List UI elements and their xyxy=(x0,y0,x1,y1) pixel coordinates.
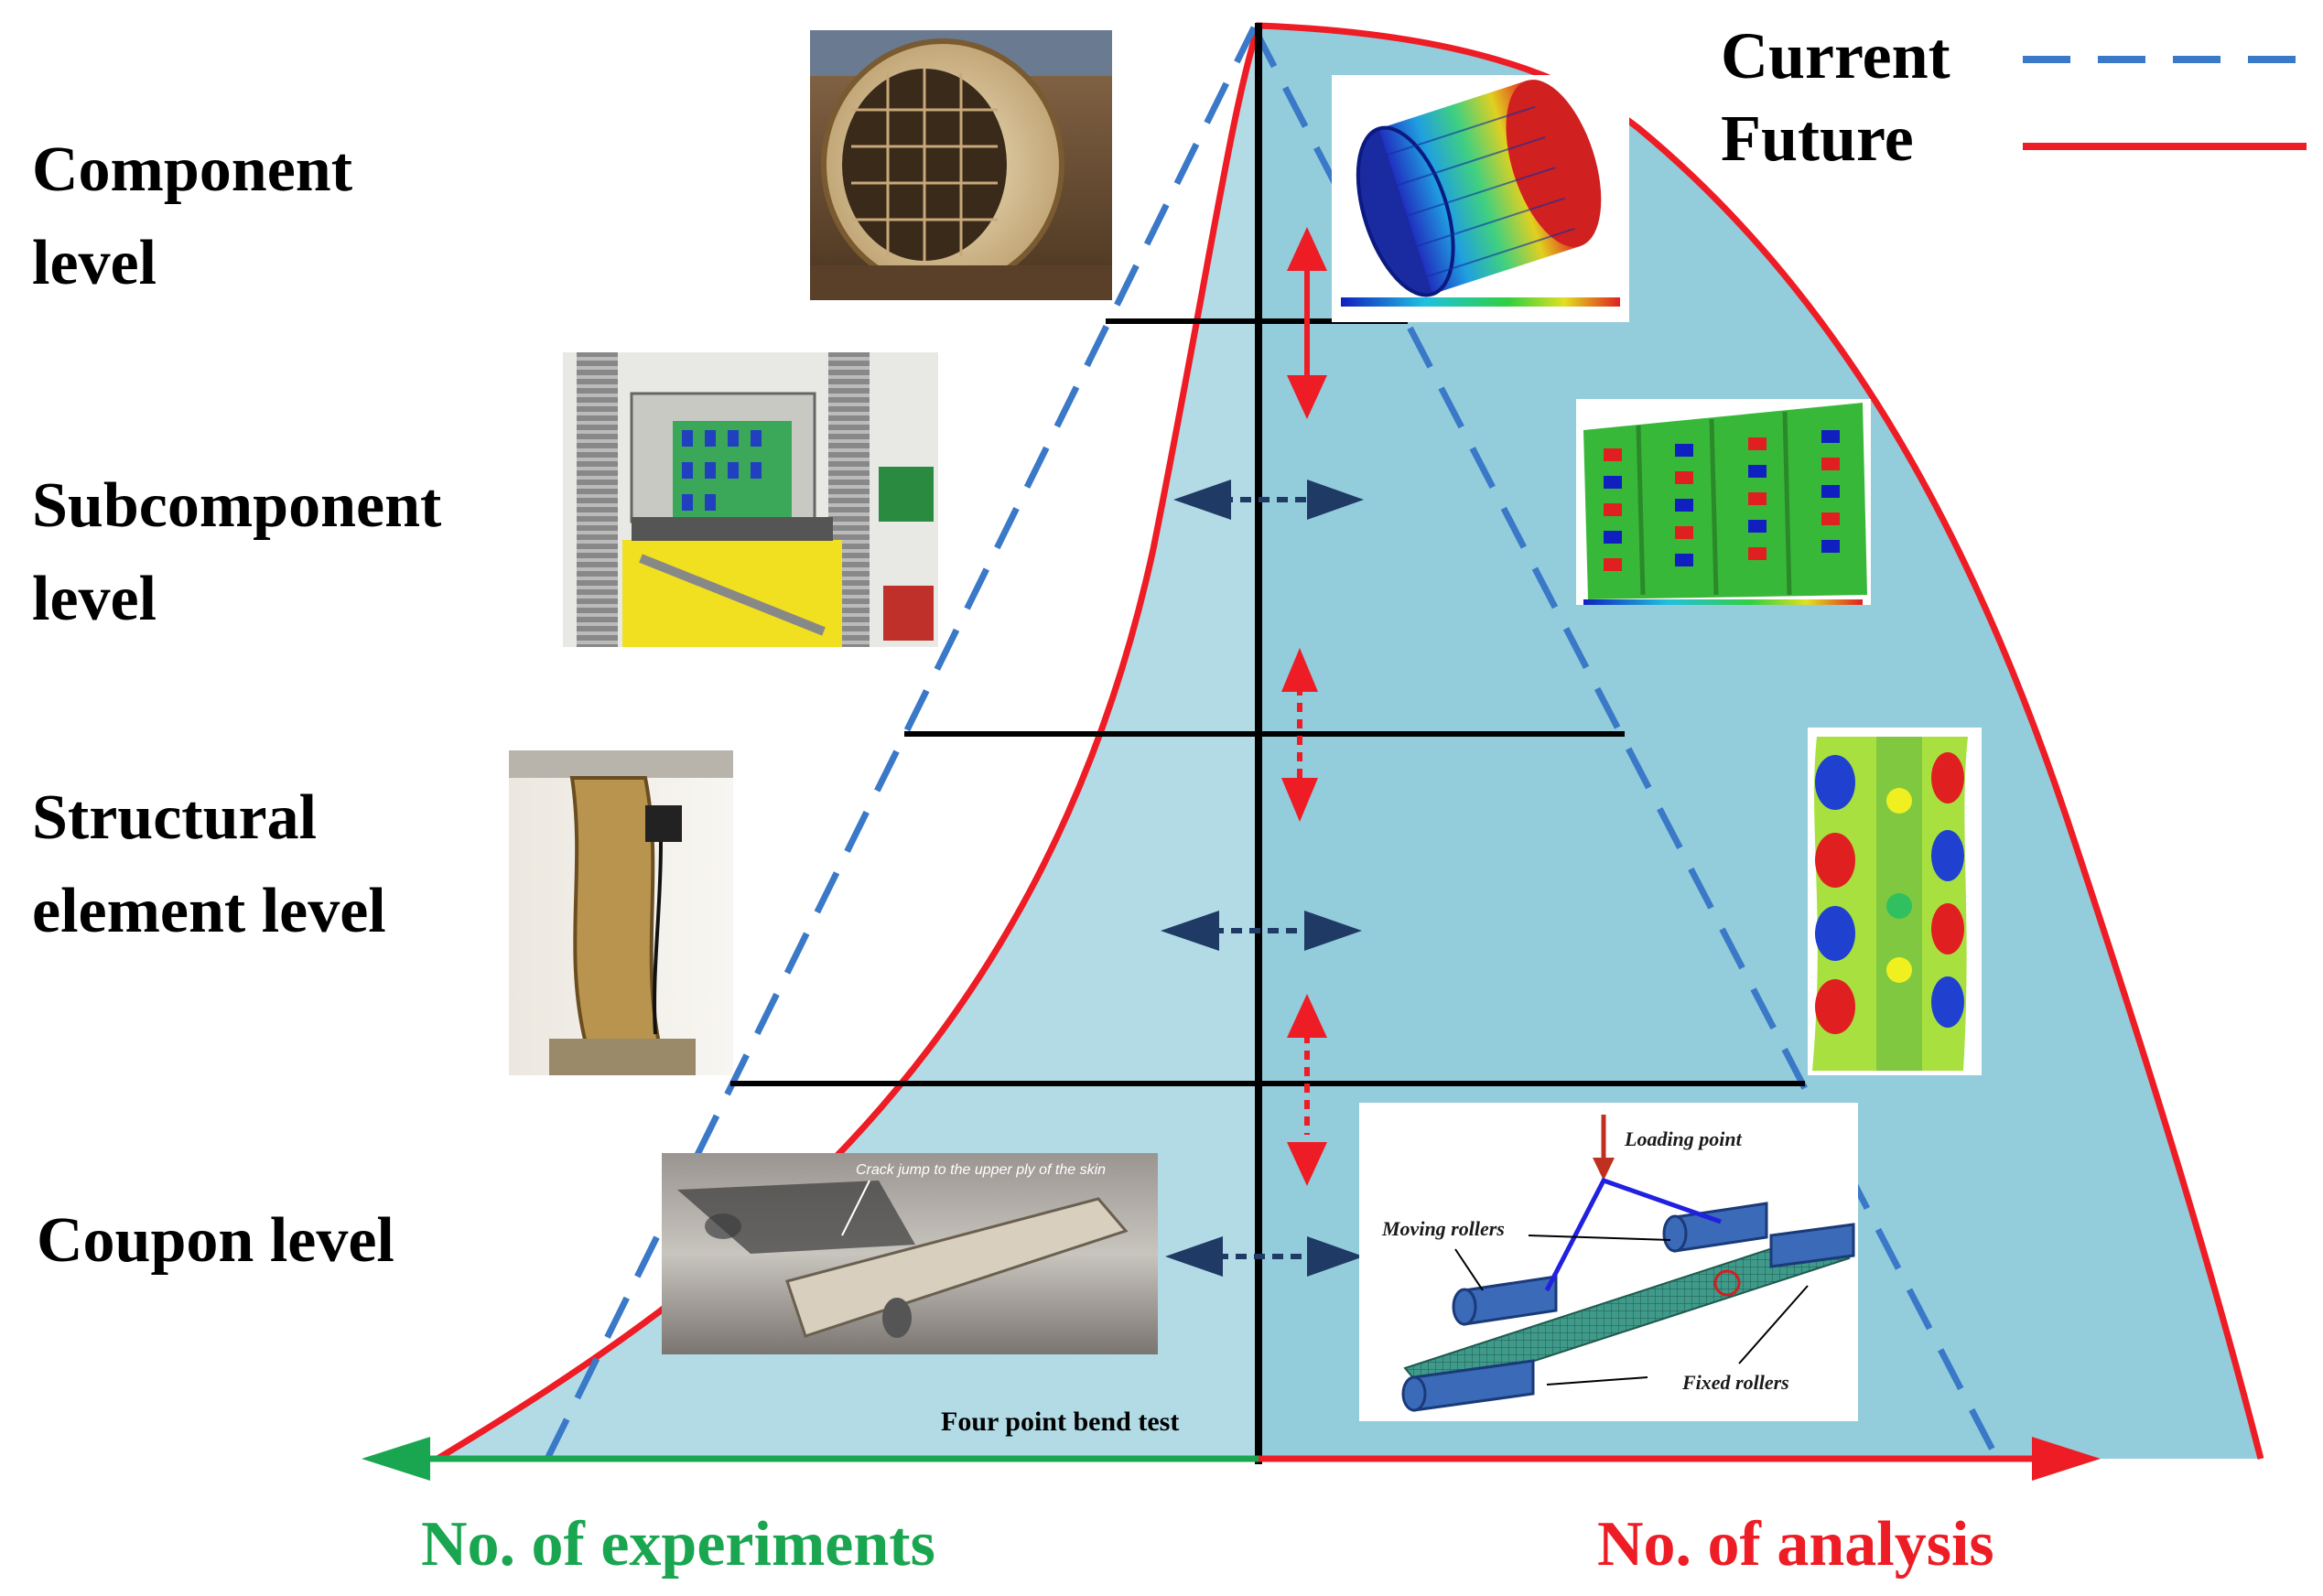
stiffened-panel-test-photo xyxy=(563,352,938,647)
experiments-arrowhead xyxy=(362,1437,430,1481)
level-label-line2: element level xyxy=(32,876,386,946)
fuselage-barrel-photo xyxy=(810,30,1112,300)
current-envelope xyxy=(544,26,2001,1461)
structural-element-test-photo xyxy=(509,750,733,1075)
stiffened-panel-fem-contour xyxy=(1576,399,1871,605)
level-label-line1: Coupon level xyxy=(37,1205,394,1276)
legend-current-label: Current xyxy=(1721,19,1950,92)
level-label-line1: Structural xyxy=(32,782,317,853)
coupon-photo-caption: Crack jump to the upper ply of the skin xyxy=(856,1162,1106,1178)
right-region-fill xyxy=(1259,26,2261,1459)
future-envelope xyxy=(436,22,2264,1461)
moving-rollers-label: Moving rollers xyxy=(1381,1217,1505,1240)
future-curve xyxy=(436,22,2264,1461)
analysis-axis-label: No. of analysis xyxy=(1597,1509,1994,1580)
blue-double-arrow xyxy=(1161,911,1362,951)
structural-element-fem-contour xyxy=(1808,728,1982,1075)
left-region-fill xyxy=(438,26,1259,1459)
coupon-crack-photo: Crack jump to the upper ply of the skin xyxy=(662,1153,1158,1354)
level-label-line1: Subcomponent xyxy=(32,470,441,541)
level-label-line2: level xyxy=(32,564,157,634)
legend: Current Future xyxy=(1721,19,2307,175)
analysis-arrowhead xyxy=(2032,1437,2101,1481)
level-labels: Component level Subcomponent level Struc… xyxy=(32,135,441,1276)
level-label-line1: Component xyxy=(32,135,352,205)
level-label-line2: level xyxy=(32,228,157,298)
four-point-bend-fem: Loading point Moving rollers Fixed rolle… xyxy=(1359,1103,1858,1421)
bottom-axis xyxy=(362,1437,2101,1481)
loading-point-label: Loading point xyxy=(1624,1127,1743,1150)
red-double-arrow xyxy=(1287,994,1327,1186)
experiments-axis-label: No. of experiments xyxy=(421,1509,935,1580)
level-transition-arrows xyxy=(1281,227,1327,1186)
four-point-bend-caption: Four point bend test xyxy=(941,1407,1179,1437)
validation-arrows xyxy=(1161,480,1364,1277)
blue-double-arrow xyxy=(1165,1236,1364,1277)
red-double-arrow xyxy=(1287,227,1327,419)
fuselage-fem-contour xyxy=(1332,75,1629,322)
fixed-rollers-label: Fixed rollers xyxy=(1681,1371,1789,1394)
current-dashed-left xyxy=(544,26,1258,1461)
red-double-arrow xyxy=(1281,648,1318,822)
blue-double-arrow xyxy=(1173,480,1364,520)
legend-future-label: Future xyxy=(1721,102,1914,175)
